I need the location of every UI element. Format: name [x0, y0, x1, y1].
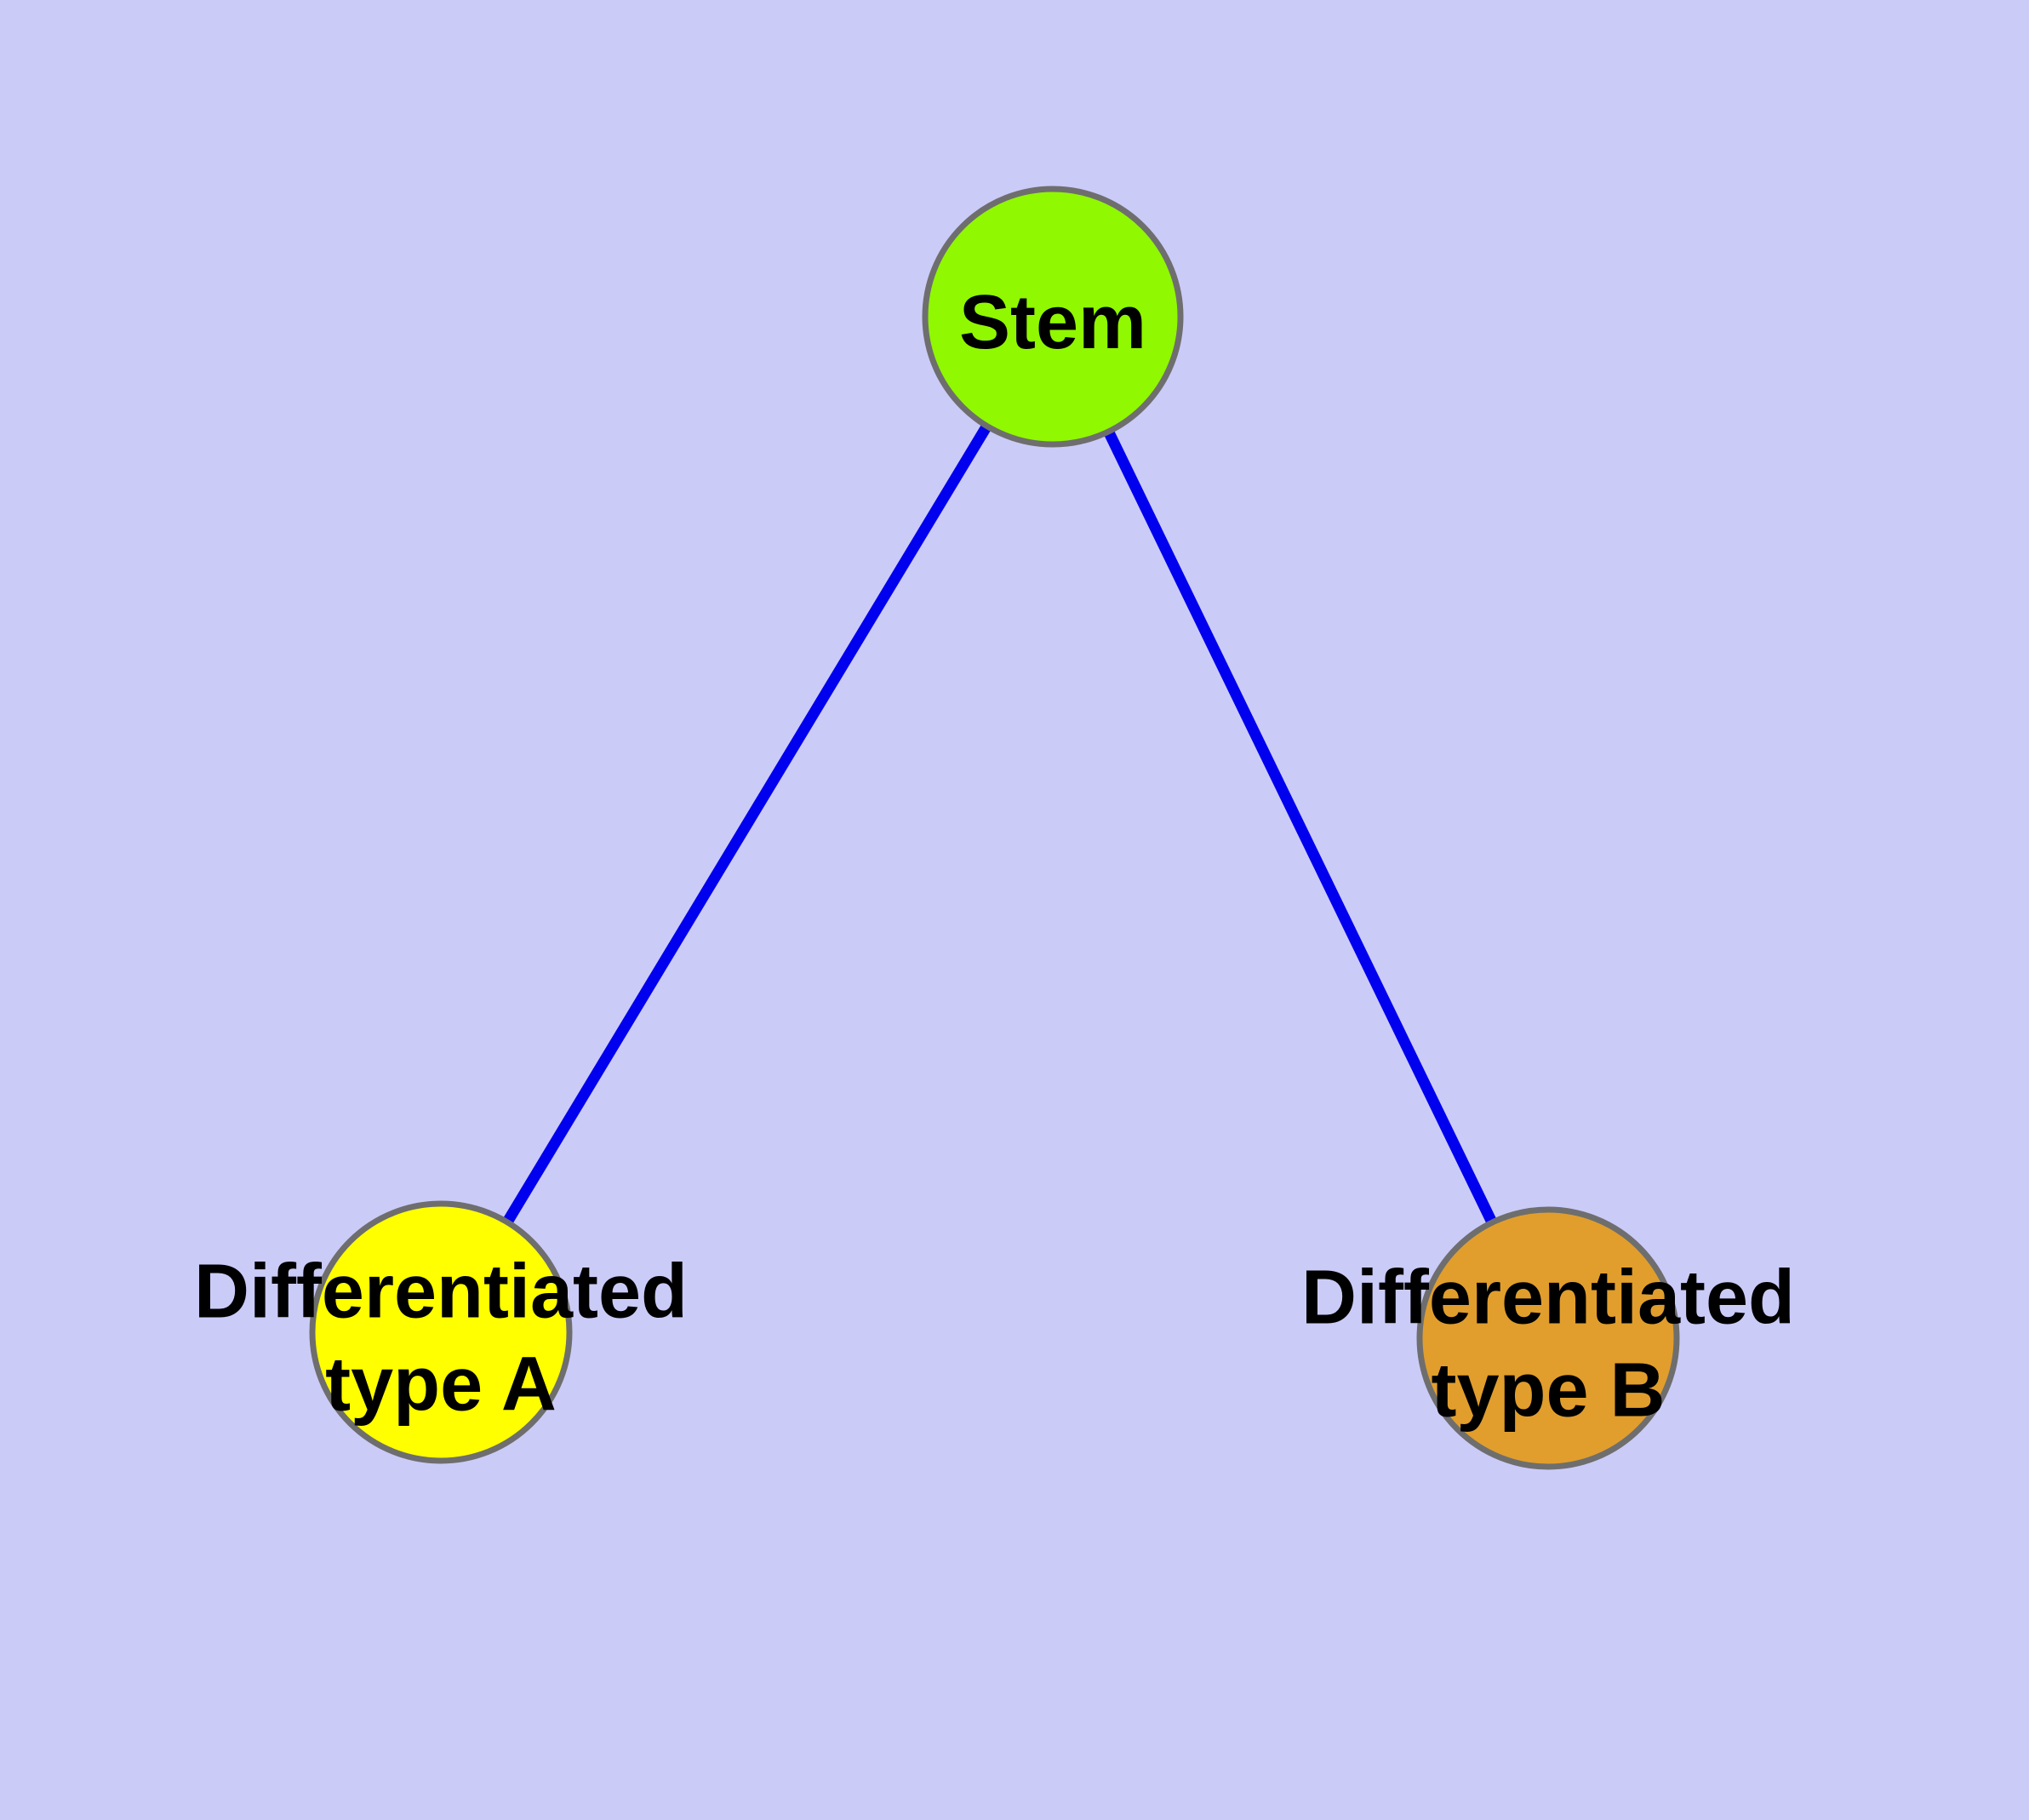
node-type-b-label-line2: type B	[1431, 1348, 1665, 1434]
node-type-a-label-line1: Differentiated	[194, 1250, 688, 1335]
edge-stem-to-type-a	[436, 313, 1058, 1336]
node-type-a-circle	[309, 1200, 573, 1464]
edge-stem-to-type-b	[1048, 314, 1553, 1341]
edge-layer	[436, 313, 1553, 1341]
node-stem-circle	[922, 186, 1184, 448]
node-type-b-label-line1: Differentiated	[1301, 1256, 1795, 1341]
node-stem-label: Stem	[959, 280, 1146, 365]
label-layer: Stem Differentiated type A Differentiate…	[194, 280, 1795, 1434]
node-type-b-circle	[1416, 1206, 1680, 1470]
node-type-a-label-line2: type A	[325, 1342, 557, 1428]
node-layer	[309, 186, 1680, 1470]
